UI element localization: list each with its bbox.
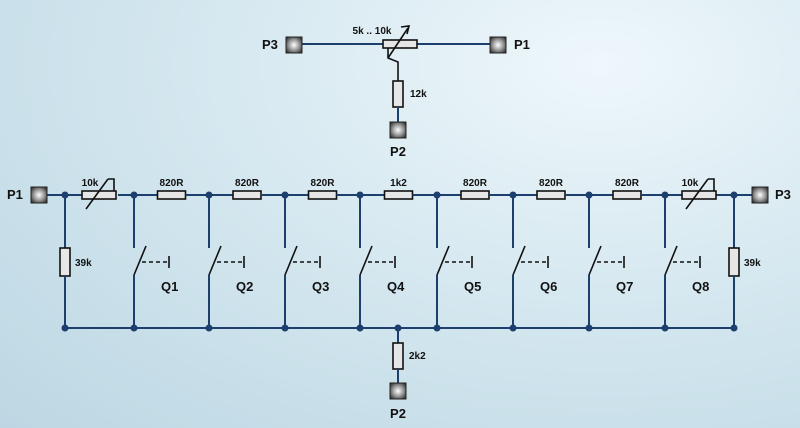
switch-contact <box>133 245 147 276</box>
junction-node <box>281 324 289 332</box>
top-port-bottom <box>389 121 407 139</box>
series-resistor-label: 820R <box>311 178 336 189</box>
junction-node <box>661 191 669 199</box>
bottom-port-right <box>751 186 769 204</box>
pot-left-label: 10k <box>82 178 99 189</box>
pot-left-wiper <box>85 178 109 210</box>
switch-contact <box>208 245 222 276</box>
series-resistor <box>612 190 642 200</box>
series-resistor <box>307 190 338 200</box>
shunt-left <box>59 247 71 277</box>
switch-label: Q7 <box>616 279 633 294</box>
switch-label: Q6 <box>540 279 557 294</box>
bottom-port-bottom-label: P2 <box>390 406 406 421</box>
series-resistor <box>156 190 187 200</box>
switch-label: Q2 <box>236 279 253 294</box>
junction-node <box>205 191 213 199</box>
top-pot-arrow <box>387 27 409 59</box>
switch-label: Q1 <box>161 279 178 294</box>
top-port-left <box>285 36 303 54</box>
series-resistor <box>383 190 414 200</box>
switch-label: Q3 <box>312 279 329 294</box>
top-resistor-label: 12k <box>410 89 427 100</box>
top-port-right <box>489 36 507 54</box>
series-resistor-label: 820R <box>615 178 640 189</box>
junction-node <box>433 191 441 199</box>
junction-node <box>130 324 138 332</box>
junction-node <box>661 324 669 332</box>
junction-node <box>61 324 69 332</box>
pot-left-trim-mark <box>108 178 115 191</box>
top-port-left-label: P3 <box>262 37 278 52</box>
switch-contact <box>359 245 373 276</box>
bottom-port-right-label: P3 <box>775 187 791 202</box>
common-resistor-label: 2k2 <box>409 351 426 362</box>
series-resistor-label: 820R <box>539 178 564 189</box>
junction-node <box>205 324 213 332</box>
junction-node <box>730 191 738 199</box>
pot-right-trim-mark <box>708 178 715 191</box>
junction-node <box>61 191 69 199</box>
shunt-right <box>728 247 740 277</box>
bottom-port-bottom <box>389 382 407 400</box>
series-resistor-label: 820R <box>160 178 185 189</box>
junction-node <box>509 324 517 332</box>
junction-node <box>130 191 138 199</box>
junction-node <box>356 324 364 332</box>
junction-node <box>281 191 289 199</box>
common-resistor <box>392 342 404 370</box>
pot-right-wiper <box>685 178 709 210</box>
switch-contact <box>512 245 526 276</box>
switch-label: Q5 <box>464 279 481 294</box>
junction-node <box>509 191 517 199</box>
switch-label: Q4 <box>387 279 405 294</box>
shunt-left-label: 39k <box>75 258 92 269</box>
junction-node <box>585 324 593 332</box>
series-resistor-label: 1k2 <box>390 178 407 189</box>
bottom-port-left-label: P1 <box>7 187 23 202</box>
top-port-bottom-label: P2 <box>390 144 406 159</box>
series-resistor-label: 820R <box>463 178 488 189</box>
switch-contact <box>284 245 298 276</box>
shunt-right-label: 39k <box>744 258 761 269</box>
switch-contact <box>588 245 602 276</box>
top-resistor-12k <box>392 80 404 108</box>
series-resistor <box>232 190 262 200</box>
series-resistor-label: 820R <box>235 178 260 189</box>
junction-node <box>433 324 441 332</box>
junction-node <box>585 191 593 199</box>
pot-right-label: 10k <box>682 178 699 189</box>
top-port-right-label: P1 <box>514 37 530 52</box>
resistor-ladder: 820R 820R 820R 1k2 820R 820R 820R 10k 10k 39k 39kQ… <box>47 178 761 332</box>
bottom-port-left <box>30 186 48 204</box>
top-pot-arrowhead <box>400 25 411 35</box>
series-resistor <box>536 190 566 200</box>
switch-label: Q8 <box>692 279 709 294</box>
junction-node <box>730 324 738 332</box>
junction-node <box>356 191 364 199</box>
top-circuit: 5k .. 10k 12k P3 P1 P2 <box>262 25 530 159</box>
top-pot-label: 5k .. 10k <box>353 26 392 37</box>
top-pot-wiper <box>387 48 399 81</box>
switch-contact <box>664 245 678 276</box>
bottom-circuit: 820R 820R 820R 1k2 820R 820R 820R 10k 10k 39k 39kQ… <box>7 178 791 421</box>
series-resistor <box>460 190 490 200</box>
switch-contact <box>436 245 450 276</box>
